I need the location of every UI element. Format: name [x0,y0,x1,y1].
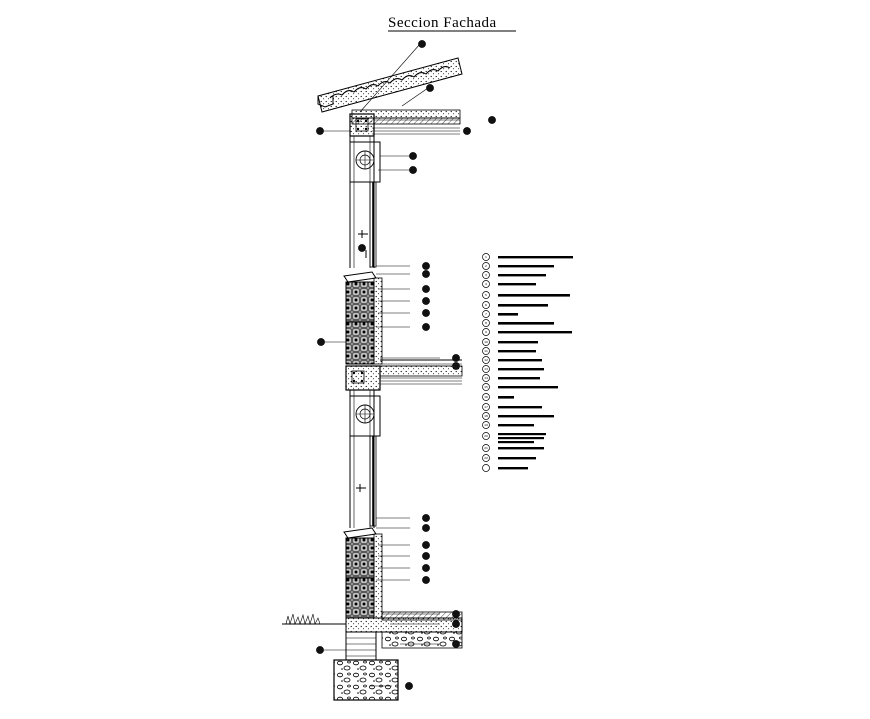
legend-number: 10 [484,340,488,344]
legend-item: 12 [482,356,542,364]
callout-bubble [422,524,430,532]
intermediate-slab [345,359,463,391]
legend-item: 22 [482,454,536,462]
top-bond-beam [349,113,375,137]
callout-bubble [452,362,460,370]
lower-masonry-wall [343,527,383,619]
legend-item: 15 [482,383,558,391]
legend-item: 21 [482,441,544,452]
legend-item: 3 [482,271,546,279]
legend-item: 14 [482,374,540,382]
callout-bubble [409,152,417,160]
legend-number: 20 [484,434,488,438]
callout-bubble [422,514,430,522]
legend-item: 4 [482,280,536,288]
legend-number: 5 [485,293,487,297]
legend-item: 16 [482,393,514,401]
callout-bubble [422,541,430,549]
legend-item: 20 [482,432,546,440]
callout-bubble [452,610,460,618]
legend-item: 13 [482,365,544,373]
callout-bubble [452,354,460,362]
roof-assembly [317,57,463,135]
legend-item: 2 [482,262,554,270]
callout-bubble [316,646,324,654]
legend-item: 19 [482,421,534,429]
legend-number: 15 [484,385,488,389]
legend-item: 7 [482,310,518,318]
legend-number: 3 [485,273,487,277]
callout-bubble [358,244,366,252]
legend-item: 5 [482,291,570,299]
legend-number: 21 [484,446,488,450]
legend-number: 1 [485,255,487,259]
legend-item: 18 [482,412,554,420]
legend-number: 22 [484,456,488,460]
callout-bubble [422,309,430,317]
legend-item: 17 [482,403,542,411]
legend-number: 6 [485,303,487,307]
lower-window-zone [349,390,381,528]
reference-bubbles [316,40,496,690]
legend-number: 11 [484,349,488,353]
legend-number: 12 [484,358,488,362]
callout-bubble [409,166,417,174]
legend-item: 11 [482,347,536,355]
callout-bubble [422,285,430,293]
legend-item: 6 [482,301,548,309]
legend-item: 10 [482,338,538,346]
foundation [282,611,463,701]
callout-bubble [422,564,430,572]
legend-number: 16 [484,395,488,399]
legend-item: 9 [482,328,572,336]
callout-bubble [452,620,460,628]
callout-bubble [405,682,413,690]
callout-bubble [452,640,460,648]
legend-number: 8 [485,321,487,325]
legend-number: 13 [484,367,488,371]
callout-bubble [422,323,430,331]
callout-bubble [422,576,430,584]
legend-number: 4 [485,282,487,286]
callout-bubble [426,84,434,92]
callout-bubble [488,116,496,124]
leader-lines [324,43,460,687]
legend-number: 14 [484,376,488,380]
callout-bubble [422,552,430,560]
drawing-title: Seccion Fachada [388,15,497,31]
legend: 1 2 3 4 5 6 [482,253,573,472]
legend-number: 17 [484,405,488,409]
callout-bubble [422,297,430,305]
callout-bubble [316,127,324,135]
legend-number: 9 [485,330,487,334]
legend-number: 7 [485,312,487,316]
upper-masonry-wall [343,271,383,365]
legend-item: 8 [482,319,554,327]
callout-bubble [317,338,325,346]
callout-bubble [418,40,426,48]
legend-item [482,464,528,472]
legend-number: 2 [485,264,487,268]
upper-window-zone [349,136,381,268]
callout-bubble [422,270,430,278]
callout-bubble [422,262,430,270]
legend-number: 19 [484,423,488,427]
legend-number: 18 [484,414,488,418]
callout-bubble [463,127,471,135]
legend-item: 1 [482,253,573,261]
